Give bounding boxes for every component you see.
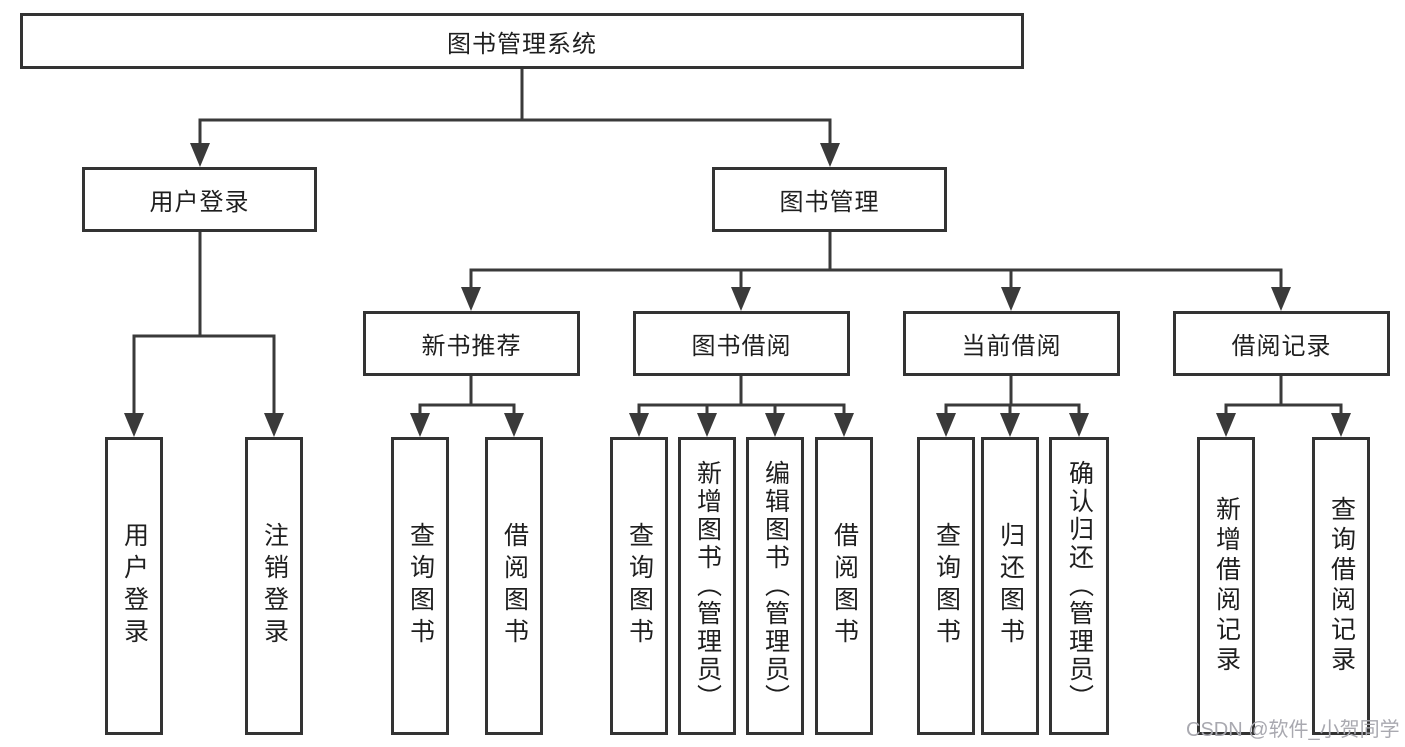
arrowheads [124,143,1351,437]
node-book-management: 图书管理 [712,167,947,232]
arrowhead-icon [765,413,785,437]
node-borrowing-records: 借阅记录 [1173,311,1390,376]
arrowhead-icon [834,413,854,437]
leaf-query-borrow-record: 查询借阅记录 [1312,437,1370,735]
leaf-query-books-borrowing: 查询图书 [610,437,668,735]
arrowhead-icon [731,287,751,311]
node-book-borrowing: 图书借阅 [633,311,850,376]
arrowhead-icon [629,413,649,437]
leaf-confirm-return-admin: 确认归还（管理员） [1049,437,1109,735]
arrowhead-icon [1216,413,1236,437]
arrowhead-icon [1001,287,1021,311]
node-current-borrowing: 当前借阅 [903,311,1120,376]
arrowhead-icon [264,413,284,437]
arrowhead-icon [1000,413,1020,437]
node-user-login: 用户登录 [82,167,317,232]
arrowhead-icon [1069,413,1089,437]
arrowhead-icon [820,143,840,167]
arrowhead-icon [461,287,481,311]
arrowhead-icon [190,143,210,167]
leaf-add-books-admin: 新增图书（管理员） [678,437,736,735]
leaf-user-login: 用户登录 [105,437,163,735]
connector-lines [132,67,1343,418]
node-new-book-recommendation: 新书推荐 [363,311,580,376]
leaf-add-borrow-record: 新增借阅记录 [1197,437,1255,735]
arrowhead-icon [936,413,956,437]
leaf-query-books-current: 查询图书 [917,437,975,735]
arrowhead-icon [1331,413,1351,437]
leaf-logout-login: 注销登录 [245,437,303,735]
arrowhead-icon [124,413,144,437]
arrowhead-icon [697,413,717,437]
leaf-return-books: 归还图书 [981,437,1039,735]
arrowhead-icon [410,413,430,437]
leaf-query-books-recommend: 查询图书 [391,437,449,735]
node-library-management-system: 图书管理系统 [20,13,1024,69]
leaf-borrow-books-recommend: 借阅图书 [485,437,543,735]
arrowhead-icon [504,413,524,437]
leaf-borrow-books-borrowing: 借阅图书 [815,437,873,735]
leaf-edit-books-admin: 编辑图书（管理员） [746,437,804,735]
watermark-text: CSDN @软件_小贺同学 [1186,719,1400,741]
arrowhead-icon [1271,287,1291,311]
